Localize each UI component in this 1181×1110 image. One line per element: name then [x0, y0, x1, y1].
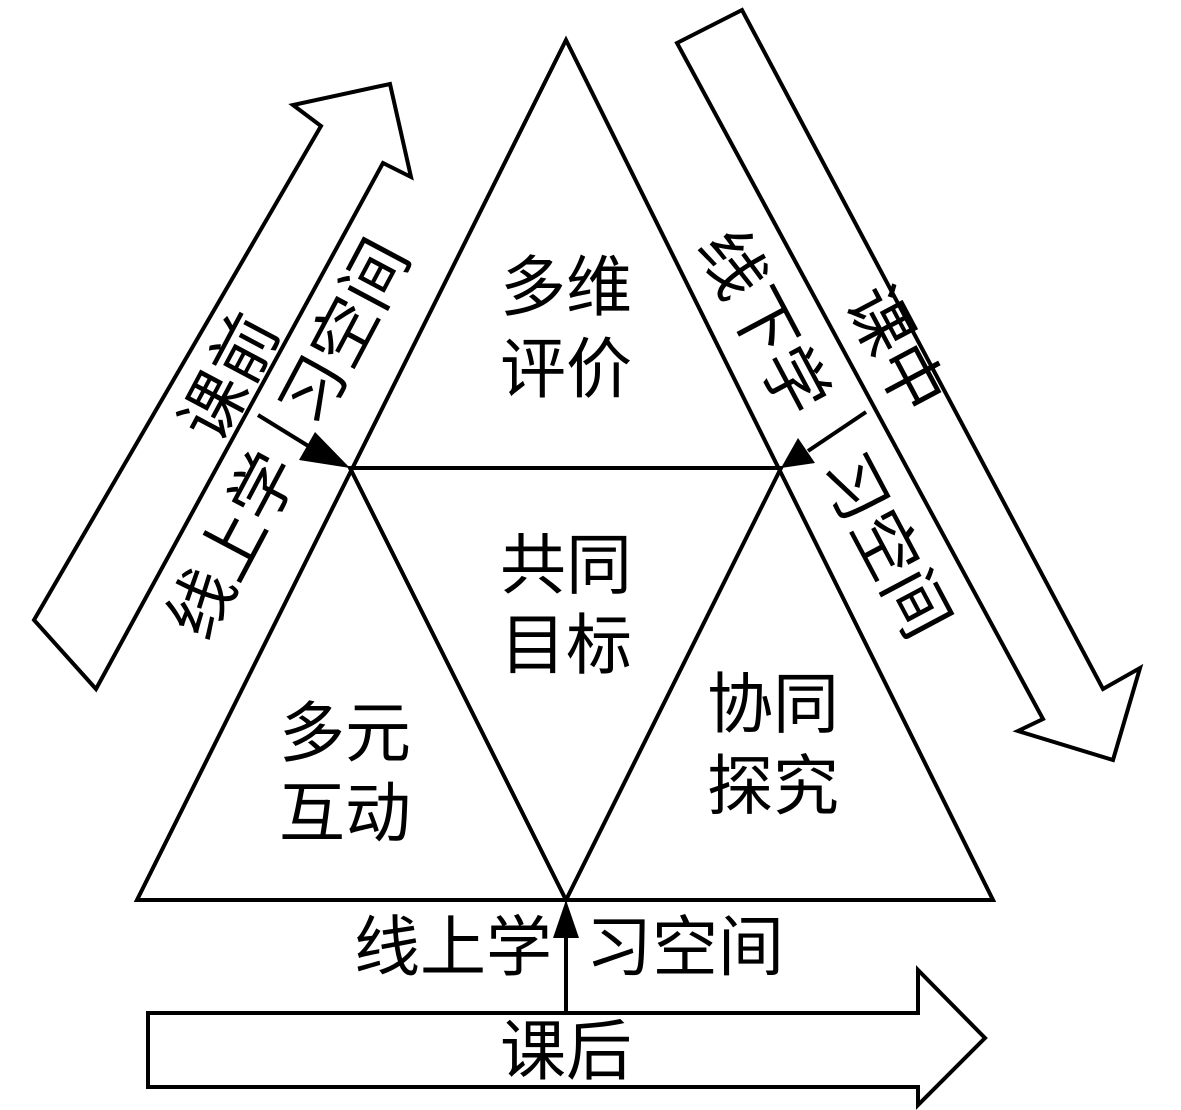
inner-triangle	[346, 466, 785, 905]
section-right-line2: 探究	[707, 748, 839, 825]
section-top-line1: 多维	[500, 249, 632, 326]
section-center-line1: 共同	[500, 527, 632, 604]
section-right-line1: 协同	[707, 666, 839, 743]
section-center-line2: 目标	[500, 607, 632, 684]
in-class-arrow-outline	[674, 7, 1144, 763]
after-class-space-label-part2: 习空间	[586, 909, 784, 986]
before-class-arrow-outline	[31, 81, 414, 693]
before-class-arrowhead	[299, 432, 350, 468]
main-triangle	[133, 35, 997, 905]
section-left-line2: 互动	[279, 775, 411, 852]
after-class-space-label-part1: 线上学	[354, 909, 552, 986]
in-class-space-label-part2: 习空间	[804, 440, 965, 651]
in-class-phase-label: 课中	[830, 273, 960, 426]
in-class-arrow: 课中	[674, 7, 1144, 763]
after-class-phase-label: 课后	[500, 1013, 632, 1090]
in-class-connector	[806, 410, 868, 453]
after-class-arrow: 课后	[146, 965, 988, 1110]
after-class-arrowhead	[553, 900, 579, 938]
before-class-phase-label: 课前	[165, 301, 295, 454]
section-top-line2: 评价	[500, 331, 632, 408]
section-left-line1: 多元	[279, 695, 411, 772]
after-class-arrow-outline	[146, 965, 988, 1110]
in-class-arrowhead	[781, 438, 815, 468]
before-class-space-label-part1: 线上学	[153, 440, 314, 651]
